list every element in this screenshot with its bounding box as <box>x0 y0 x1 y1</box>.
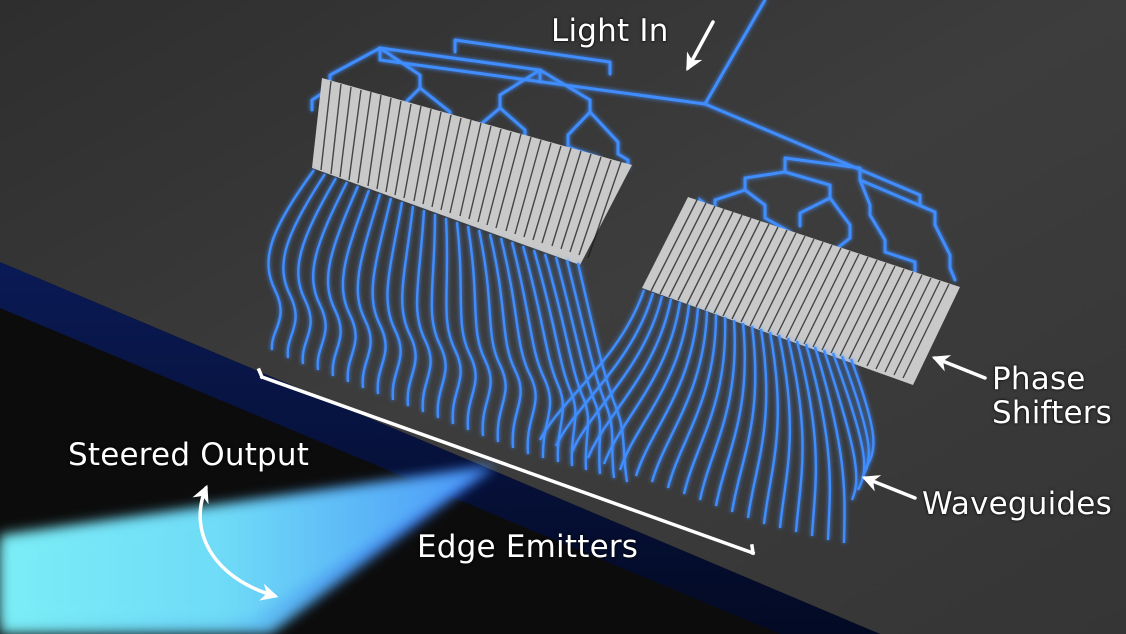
steered-output-arrow <box>192 484 279 601</box>
edge-emitter-bracket <box>256 367 756 556</box>
light-in-label: Light In <box>551 13 669 49</box>
input-waveguide <box>703 0 767 106</box>
light-in-arrow <box>686 20 715 72</box>
chip-edge <box>0 262 880 634</box>
phase-shifters-arrow <box>931 355 987 380</box>
phase-shifter-array-left <box>312 78 632 265</box>
waveguide-fan-right <box>538 289 875 544</box>
waveguide-fan-left <box>267 169 629 483</box>
steered-output-label: Steered Output <box>68 437 310 473</box>
waveguides-label: Waveguides <box>922 486 1112 522</box>
phase-shifters-label-line2: Shifters <box>992 395 1113 431</box>
phase-shifter-array-right <box>642 197 960 385</box>
edge-emitters-label: Edge Emitters <box>417 529 639 565</box>
phase-shifters-label-line1: Phase <box>992 361 1086 397</box>
waveguides-arrow <box>861 475 917 500</box>
